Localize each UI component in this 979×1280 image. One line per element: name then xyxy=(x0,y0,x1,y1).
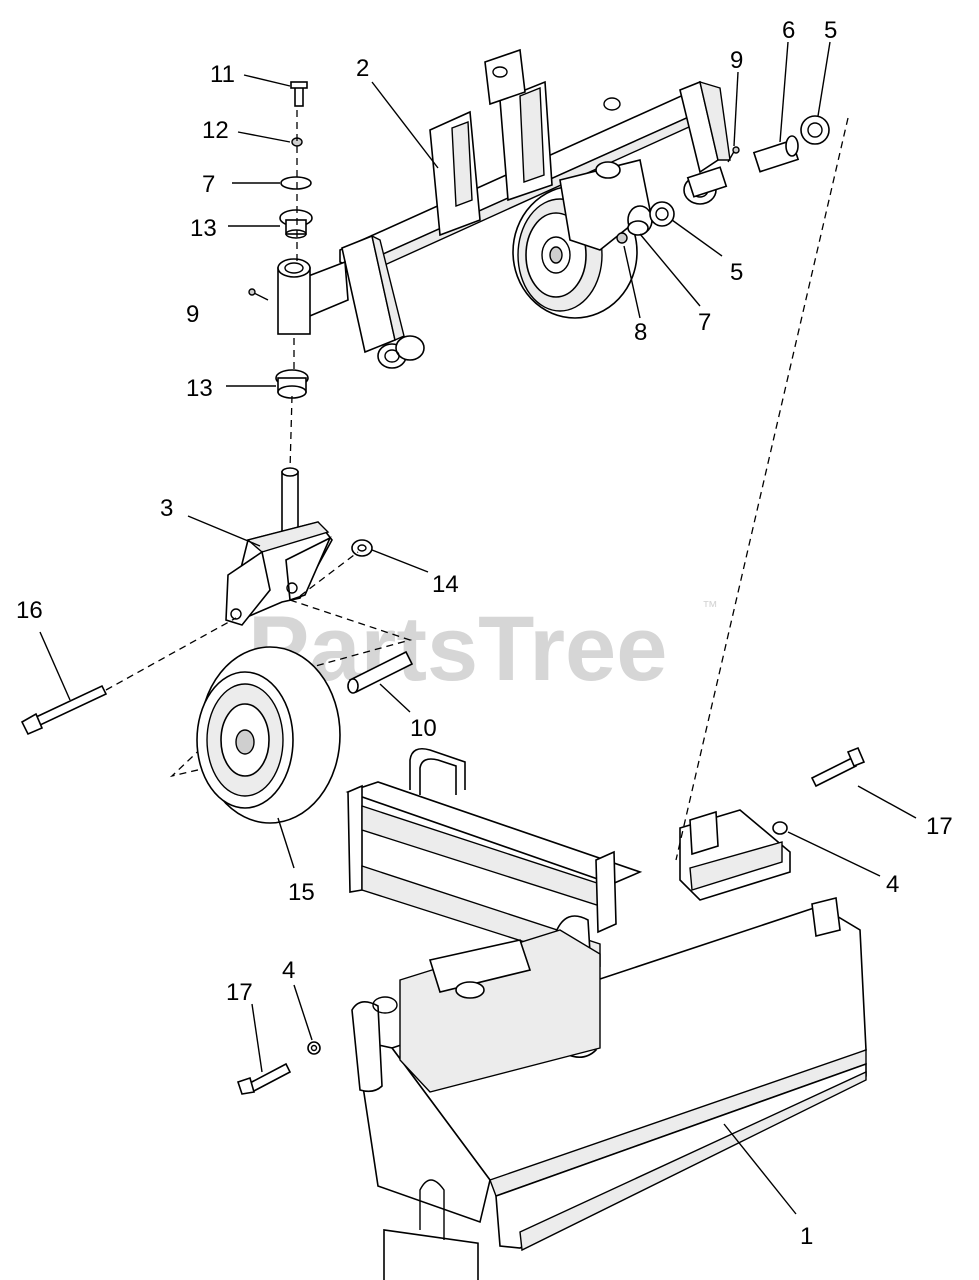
nut-part-14 xyxy=(351,539,373,557)
callout-14: 14 xyxy=(432,571,459,598)
callout-5-top: 5 xyxy=(824,17,837,44)
callout-3: 3 xyxy=(160,495,173,522)
wheel-part-15 xyxy=(196,646,341,824)
bolt-part-17-right xyxy=(810,746,866,788)
washer-part-7-left xyxy=(280,176,312,190)
callout-9-left: 9 xyxy=(186,301,199,328)
callout-1: 1 xyxy=(800,1223,813,1250)
callout-9-top: 9 xyxy=(730,47,743,74)
callout-4-right: 4 xyxy=(886,871,899,898)
callout-10: 10 xyxy=(410,715,437,742)
nut-part-4-left xyxy=(307,1041,321,1055)
callout-8: 8 xyxy=(634,319,647,346)
callout-13-bottom: 13 xyxy=(186,375,213,402)
caster-fork-part-3 xyxy=(225,467,333,626)
callout-7-left: 7 xyxy=(202,171,215,198)
callout-17-right: 17 xyxy=(926,813,953,840)
bolt-part-11 xyxy=(290,81,308,107)
assembly-line-axle xyxy=(105,617,237,691)
grease-fitting-part-9-left xyxy=(248,288,269,301)
watermark-trademark: ™ xyxy=(702,599,718,616)
nut-part-8 xyxy=(616,232,628,244)
deck-frame-part-1 xyxy=(345,747,867,1280)
assembly-line-hitch xyxy=(675,117,849,861)
washer-part-7-right xyxy=(627,220,649,236)
callout-6: 6 xyxy=(782,17,795,44)
grease-fitting-part-9-top xyxy=(727,146,740,163)
callout-16: 16 xyxy=(16,597,43,624)
bushing-part-5-mid xyxy=(649,201,675,227)
assembly-line-spindle xyxy=(289,395,293,471)
pivot-tube xyxy=(277,258,311,335)
bushing-part-13-bottom xyxy=(275,369,309,399)
callout-labels: 2 11 12 7 13 9 13 6 5 9 5 7 8 3 14 16 10… xyxy=(16,17,953,1250)
callout-2: 2 xyxy=(356,55,369,82)
bushing-part-5-top xyxy=(800,115,830,145)
callout-11: 11 xyxy=(210,61,235,88)
callout-5-mid: 5 xyxy=(730,259,743,286)
callout-4-left: 4 xyxy=(282,957,295,984)
bushing-part-13-top xyxy=(279,209,313,239)
callout-13-top: 13 xyxy=(190,215,217,242)
axle-bolt-part-16 xyxy=(20,684,108,736)
callout-17-left: 17 xyxy=(226,979,253,1006)
leader-lines xyxy=(39,41,917,1215)
callout-15: 15 xyxy=(288,879,315,906)
spacer-part-6 xyxy=(752,135,800,173)
spacer-tube-part-10 xyxy=(347,650,414,694)
nut-part-4-right xyxy=(772,821,788,835)
callout-12: 12 xyxy=(202,117,229,144)
bolt-part-17-left xyxy=(236,1062,292,1095)
callout-7-right: 7 xyxy=(698,309,711,336)
